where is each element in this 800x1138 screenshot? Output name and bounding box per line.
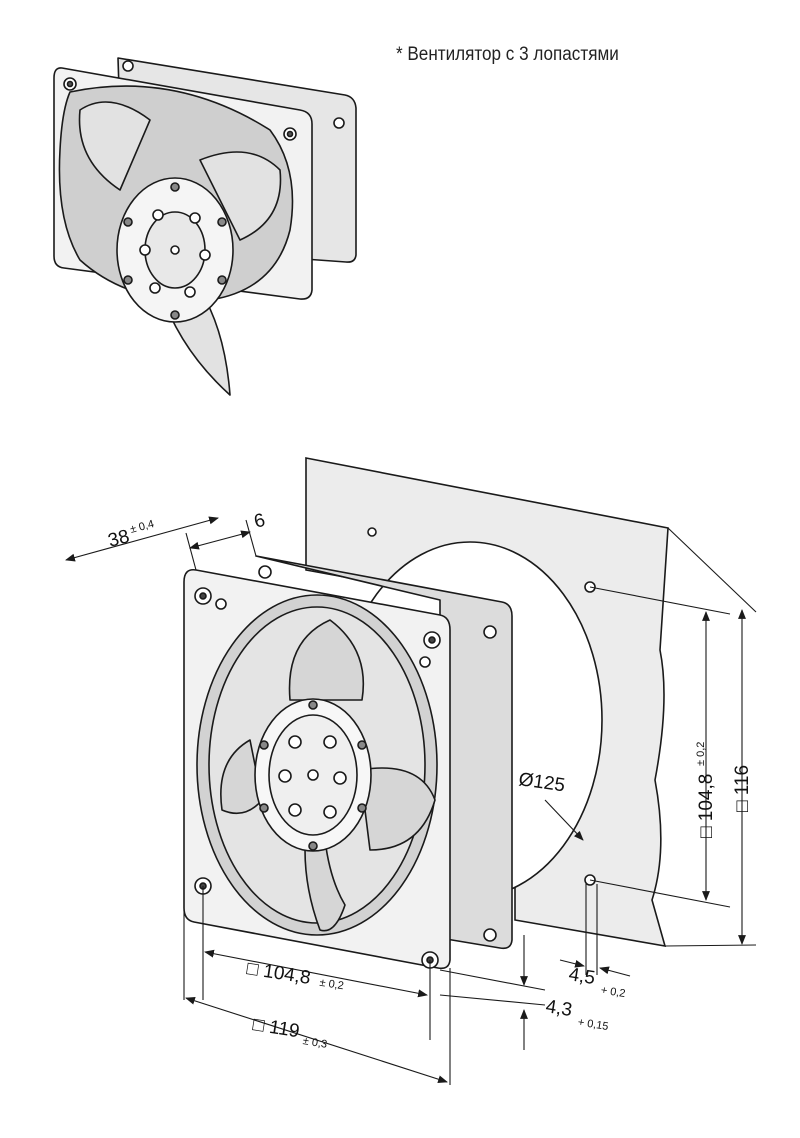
dim-hole-spacing-v-tol: ± 0,2 (695, 742, 707, 766)
dim-depth-tol: ± 0,4 (129, 518, 156, 536)
fan-blade (78, 101, 151, 191)
dimension-lines (65, 516, 757, 1085)
dim-hole-spacing-h-tol: ± 0,2 (319, 977, 345, 993)
dim-frame-h-tol: ± 0,3 (302, 1035, 328, 1051)
fan-perspective-view (53, 57, 357, 396)
dim-hole-panel-value: 4,5 (567, 964, 596, 989)
fan-blade (359, 767, 436, 851)
dim-hole-spacing-h-value: □ 104,8 (245, 958, 312, 989)
dim-frame-h-value: □ 119 (251, 1014, 301, 1042)
dim-frame-v-value: □ 116 (732, 765, 753, 812)
dim-hole-spacing-v-value: □ 104,8 (696, 774, 717, 838)
dim-hole-fan-tol: + 0,15 (577, 1016, 609, 1033)
caption: * Вентилятор с 3 лопастями (396, 44, 619, 65)
fan-blade (220, 739, 263, 815)
dim-flange-value: 6 (252, 510, 268, 533)
fan-blade (288, 619, 365, 701)
dim-depth-value: 38 (106, 526, 132, 552)
fan-blade (199, 151, 282, 241)
fan-main-view (183, 555, 513, 970)
fan-blade (304, 839, 346, 932)
dim-hole-panel-tol: + 0,2 (600, 984, 626, 1000)
dim-hole-fan-value: 4,3 (544, 996, 573, 1021)
